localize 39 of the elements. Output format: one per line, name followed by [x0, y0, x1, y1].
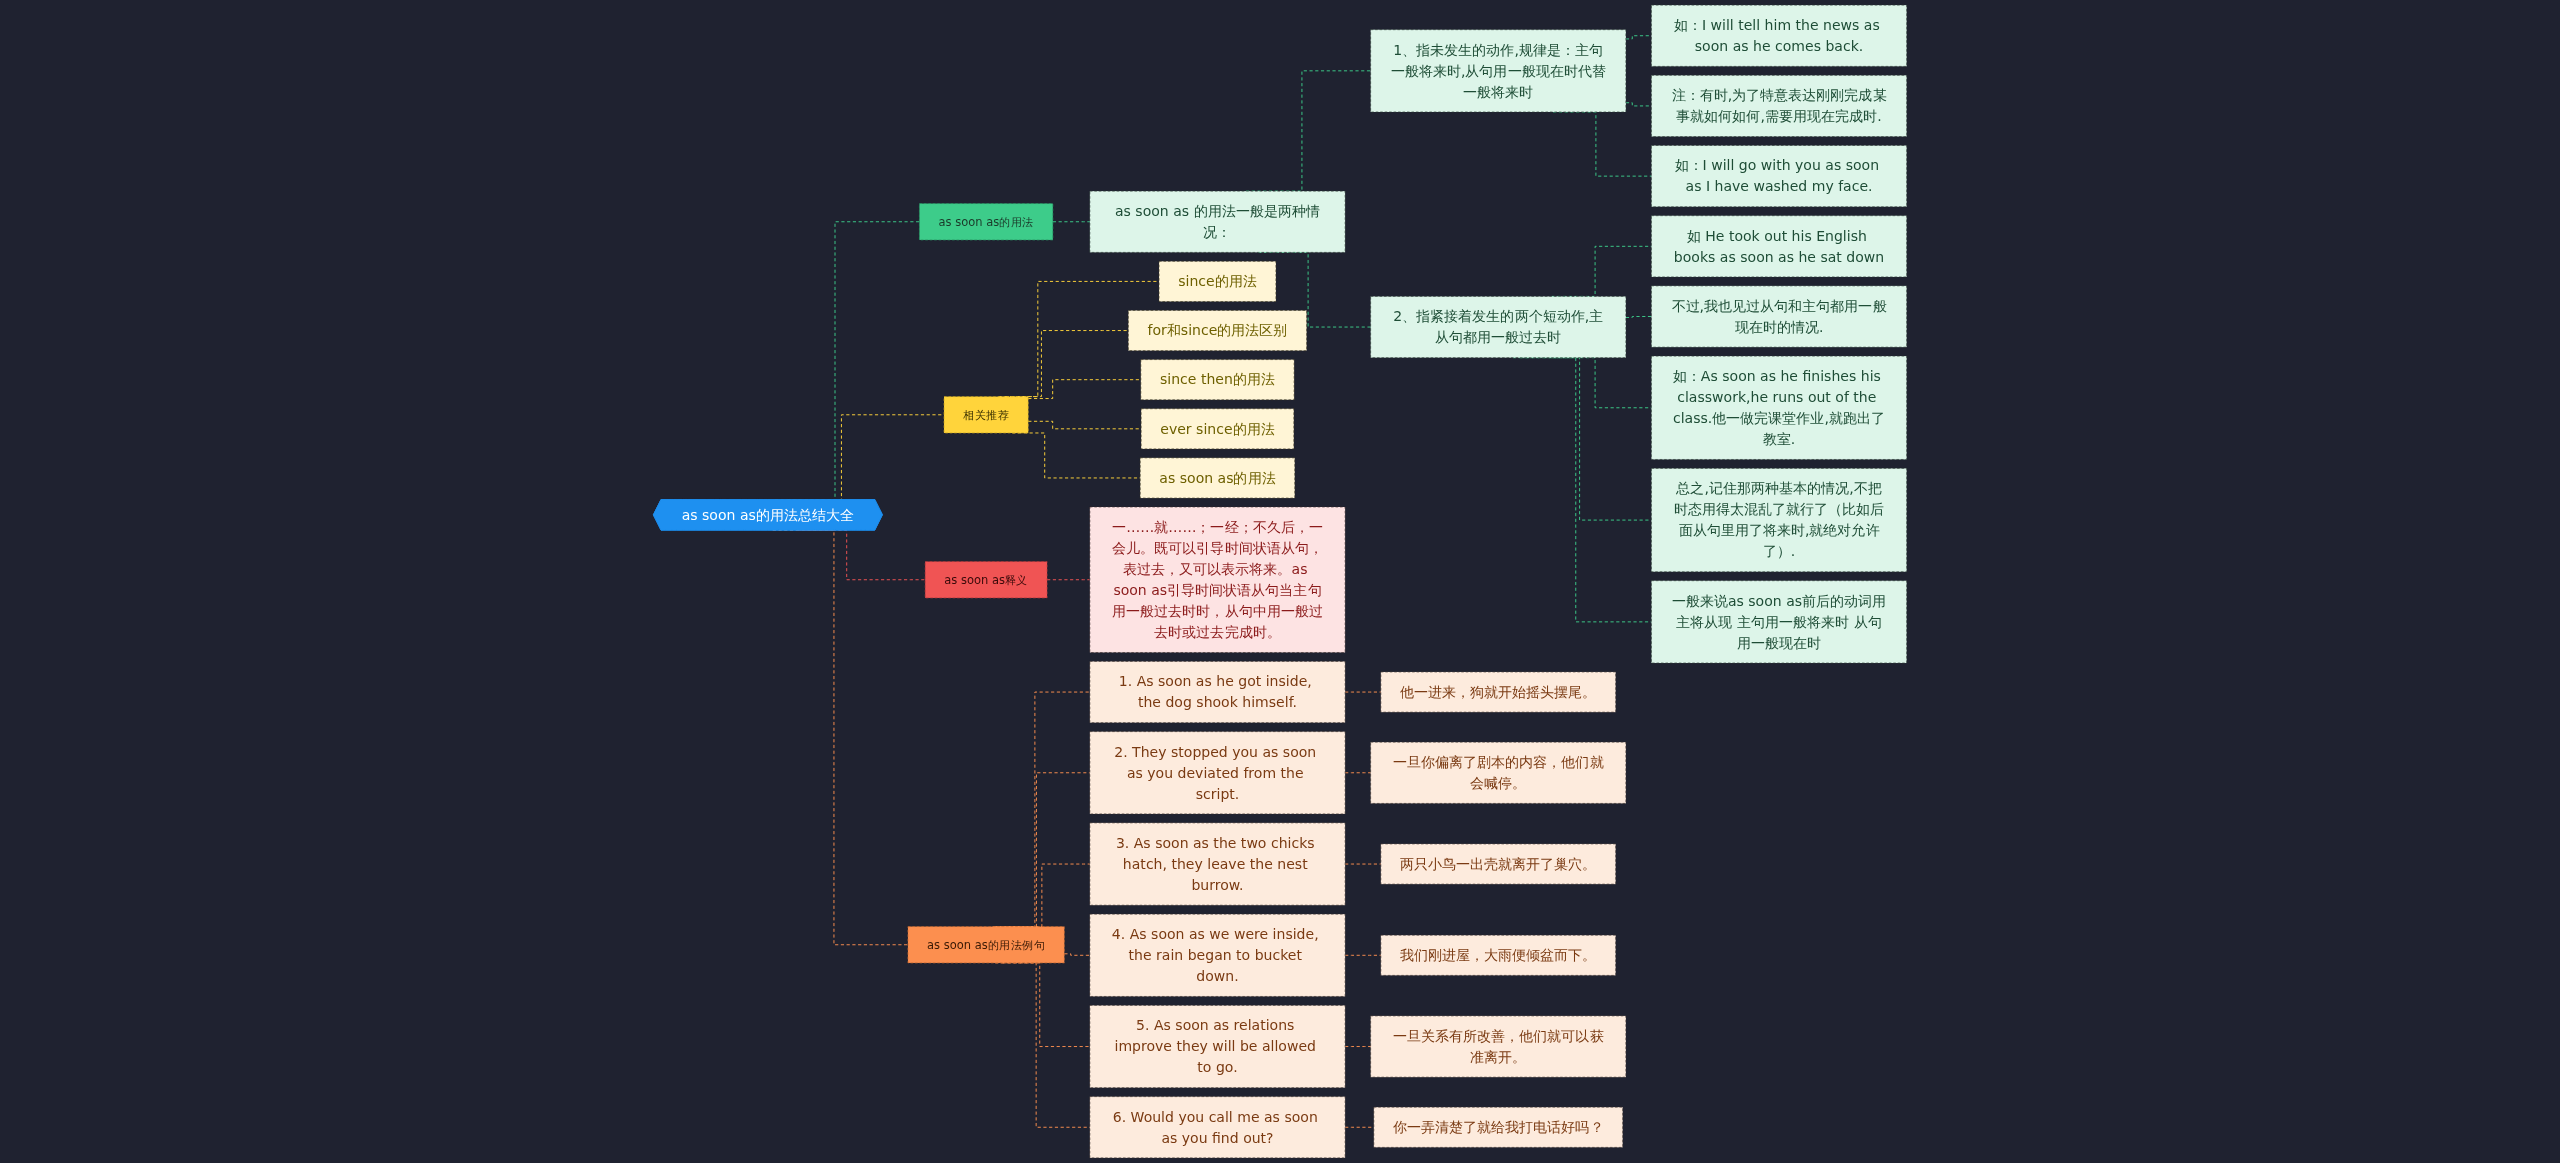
node-box: 2. They stopped you as soon as you deviated from the script.: [1089, 731, 1346, 815]
node-box: 注：有时,为了特意表达刚刚完成某事就如何如何,需要用现在完成时.: [1651, 75, 1907, 137]
node-box: 一旦关系有所改善，他们就可以获准离开。: [1370, 1015, 1627, 1078]
node-box: 一……就……；一经；不久后，一会儿。既可以引导时间状语从句，表过去，又可以表示将来。as soon as引导时间状语从句当主句用一般过去时时，从句中用一般过去时或过去完成时。: [1089, 506, 1346, 653]
connector: [1625, 35, 1652, 40]
node-box: 两只小鸟一出壳就离开了巢穴。: [1380, 843, 1616, 885]
node-box: 3. As soon as the two chicks hatch, they leave the nest burrow.: [1089, 822, 1346, 906]
node-box: 5. As soon as relations improve they will be allowed to go.: [1089, 1005, 1346, 1088]
node-box: 一般来说as soon as前后的动词用主将从现 主句用一般将来时 从句用一般现在时: [1651, 580, 1907, 664]
connector: [1027, 420, 1142, 430]
node-box: 4. As soon as we were inside, the rain began to bucket down.: [1089, 913, 1346, 997]
connector: [1625, 102, 1652, 107]
node-box: as soon as释义: [924, 561, 1048, 599]
node-box: 一旦你偏离了剧本的内容，他们就会喊停。: [1370, 741, 1627, 804]
node-box: 不过,我也见过从句和主句都用一般现在时的情况.: [1651, 285, 1907, 348]
node-box: 如：I will go with you as soon as I have washed my face.: [1651, 145, 1907, 208]
node-box: since then的用法: [1140, 359, 1295, 401]
node-box: since的用法: [1158, 261, 1277, 302]
connector: [1344, 1126, 1375, 1128]
node-box: as soon as 的用法一般是两种情况：: [1089, 190, 1346, 253]
node-box: 如：As soon as he finishes his classwork,he runs out of the class.他一做完课堂作业,就跑出了教室.: [1651, 355, 1907, 460]
node-box: 相关推荐: [943, 396, 1029, 434]
node-box: as soon as的用法例句: [907, 926, 1065, 964]
node-box: as soon as的用法: [919, 203, 1054, 241]
node-box: 你一弄清楚了就给我打电话好吗？: [1373, 1106, 1623, 1148]
node-box: 2、指紧接着发生的两个短动作,主从句都用一般过去时: [1370, 296, 1627, 358]
connector: [1046, 579, 1091, 581]
node-box: as soon as的用法: [1139, 457, 1296, 499]
node-box: 我们刚进屋，大雨便倾盆而下。: [1380, 934, 1616, 976]
node-box: 他一进来，狗就开始摇头摆尾。: [1380, 671, 1616, 713]
node-box: for和since的用法区别: [1128, 310, 1307, 351]
node-box: 总之,记住那两种基本的情况,不把时态用得太混乱了就行了（比如后面从句里用了将来时,就绝对允许了）.: [1651, 468, 1907, 573]
node-box: 如：I will tell him the news as soon as he comes back.: [1651, 4, 1907, 67]
node-box: 1. As soon as he got inside, the dog shook himself.: [1089, 661, 1346, 723]
node-box: 如 He took out his English books as soon as he sat down: [1651, 215, 1907, 278]
connector: [1027, 379, 1142, 400]
node-box: 6. Would you call me as soon as you find out?: [1089, 1096, 1346, 1159]
node-box: ever since的用法: [1140, 408, 1295, 450]
node-box: 1、指未发生的动作,规律是：主句一般将来时,从句用一般现在时代替一般将来时: [1370, 29, 1627, 113]
